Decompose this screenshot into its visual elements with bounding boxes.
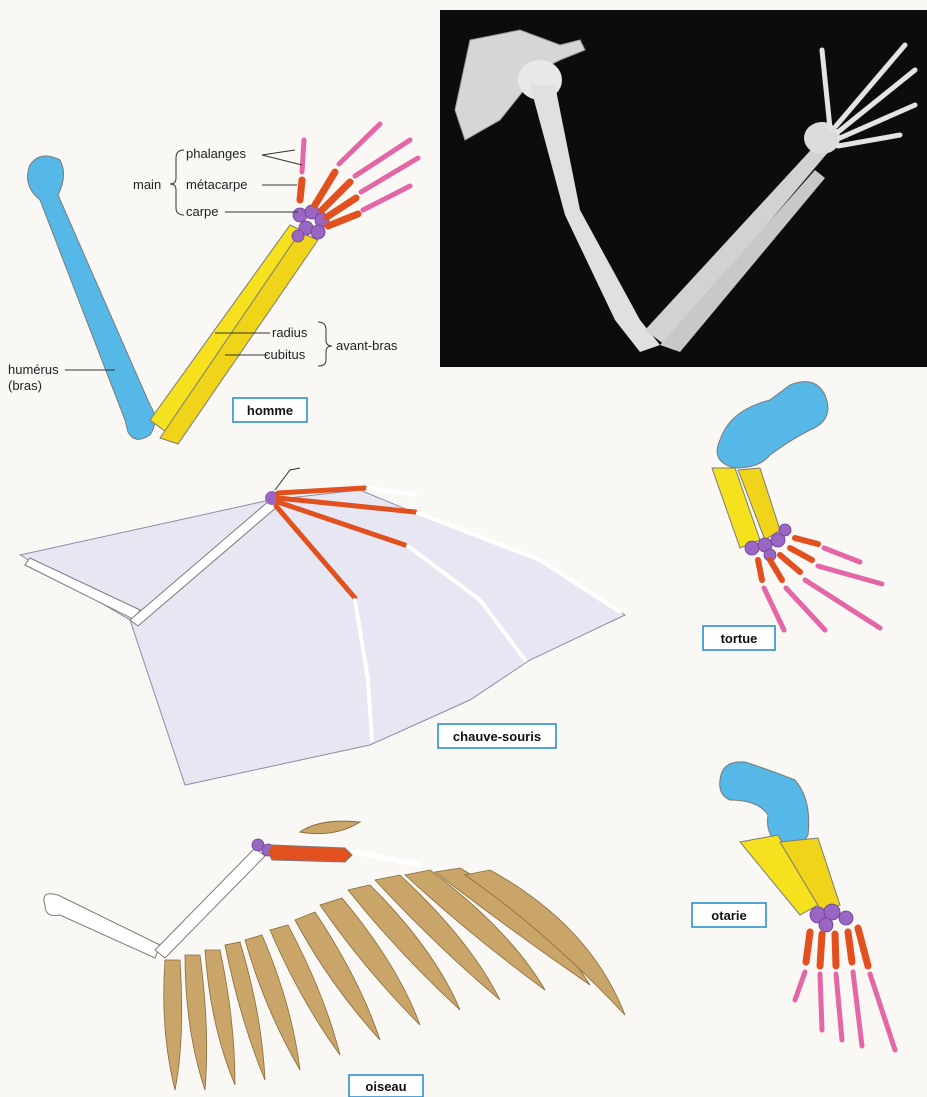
- label-carpe: carpe: [186, 204, 219, 219]
- bat-thumb: [275, 468, 300, 490]
- species-label-chauve-souris: chauve-souris: [453, 729, 541, 744]
- sea-lion-metacarpals: [806, 928, 868, 966]
- human-humerus: [28, 156, 155, 439]
- bird-metacarpals: [268, 845, 352, 862]
- sea-lion-limb-diagram: otarie: [692, 762, 895, 1050]
- turtle-humerus: [717, 382, 828, 468]
- label-main: main: [133, 177, 161, 192]
- species-label-tortue: tortue: [721, 631, 758, 646]
- bird-feathers: [164, 868, 625, 1090]
- species-label-oiseau: oiseau: [365, 1079, 406, 1094]
- brace-main: [170, 150, 184, 215]
- label-phalanges: phalanges: [186, 146, 246, 161]
- bird-phalanges: [355, 852, 420, 865]
- label-bras: (bras): [8, 378, 42, 393]
- sea-lion-phalanges: [795, 972, 895, 1050]
- turtle-limb-diagram: tortue: [703, 382, 882, 650]
- sea-lion-carpals: [810, 904, 853, 932]
- bird-humerus: [44, 894, 160, 958]
- arm-skeleton-photo: [440, 10, 927, 367]
- sea-lion-humerus: [720, 762, 809, 846]
- label-radius: radius: [272, 325, 308, 340]
- label-avant-bras: avant-bras: [336, 338, 398, 353]
- brace-avant-bras: [318, 322, 332, 366]
- label-metacarpe: métacarpe: [186, 177, 247, 192]
- bird-wing-diagram: oiseau: [44, 821, 625, 1097]
- leader-phalanges: [262, 150, 302, 165]
- species-label-otarie: otarie: [711, 908, 746, 923]
- bird-alula: [300, 821, 360, 834]
- label-cubitus: cubitus: [264, 347, 306, 362]
- human-arm-diagram: phalanges main métacarpe carpe radius cu…: [8, 124, 418, 444]
- label-humerus: humérus: [8, 362, 59, 377]
- bat-wing-diagram: chauve-souris: [20, 468, 625, 785]
- species-label-homme: homme: [247, 403, 293, 418]
